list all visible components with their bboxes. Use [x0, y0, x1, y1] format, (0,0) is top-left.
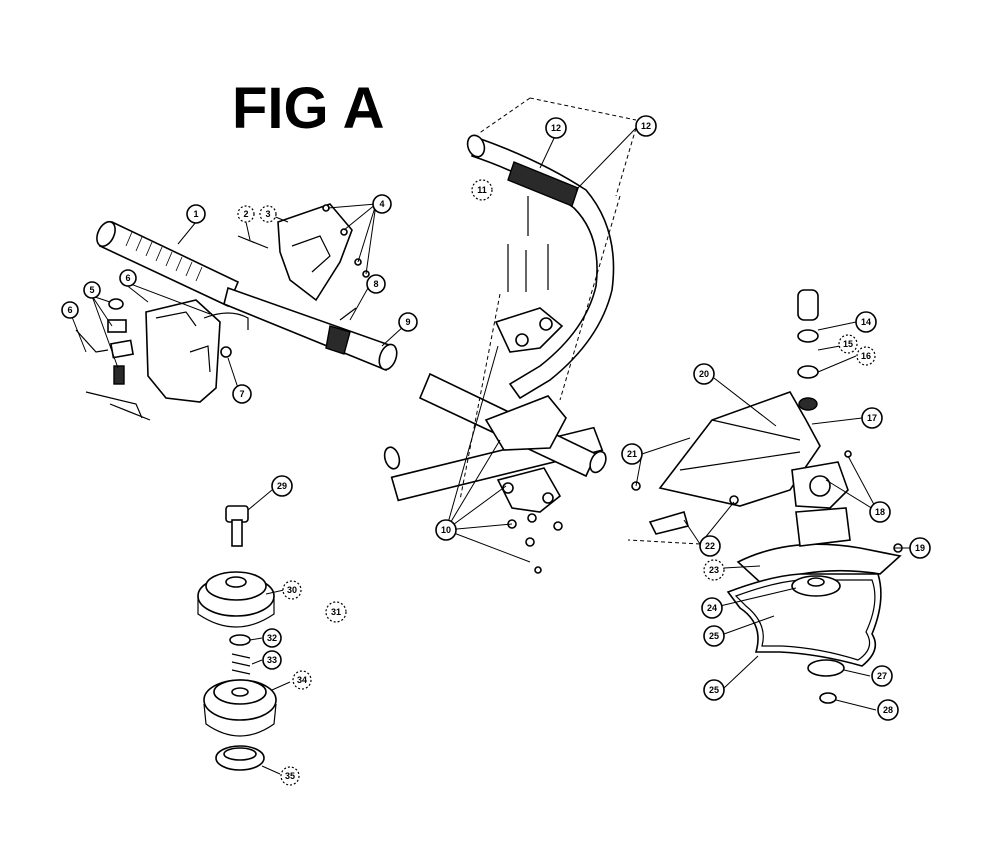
- callout-9: 9: [398, 312, 418, 332]
- callout-10: 10: [435, 519, 457, 541]
- callout-label-17: 17: [867, 413, 877, 423]
- callout-label-22: 22: [705, 541, 715, 551]
- callout-label-1: 1: [193, 209, 198, 219]
- callout-34: 34: [292, 670, 312, 690]
- callout-label-5: 5: [89, 285, 94, 295]
- callout-30: 30: [282, 580, 302, 600]
- callout-11: 11: [471, 179, 493, 201]
- callout-19: 19: [909, 537, 931, 559]
- callout-1: 1: [186, 204, 206, 224]
- callout-label-12a: 12: [551, 123, 561, 133]
- callout-8: 8: [366, 274, 386, 294]
- callout-label-3: 3: [265, 209, 270, 219]
- blade-head-assembly: [631, 289, 903, 704]
- callout-label-19: 19: [915, 543, 925, 553]
- callout-label-34: 34: [297, 675, 307, 685]
- callout-17: 17: [861, 407, 883, 429]
- trimmer-head-assembly: [197, 505, 277, 771]
- callout-6a: 6: [61, 301, 79, 319]
- callout-label-35: 35: [285, 771, 295, 781]
- callout-label-25b: 25: [709, 685, 719, 695]
- callout-label-6a: 6: [67, 305, 72, 315]
- callout-label-10: 10: [441, 525, 451, 535]
- callout-3: 3: [259, 205, 277, 223]
- handle-bar-assembly: [383, 134, 615, 574]
- callout-label-12b: 12: [641, 121, 651, 131]
- callout-label-6b: 6: [125, 273, 130, 283]
- callout-label-11: 11: [477, 185, 487, 195]
- callout-12b: 12: [635, 115, 657, 137]
- callout-15: 15: [838, 334, 858, 354]
- callout-18: 18: [869, 501, 891, 523]
- callout-14: 14: [855, 311, 877, 333]
- callout-23: 23: [703, 559, 725, 581]
- callout-25b: 25: [703, 679, 725, 701]
- callout-label-4: 4: [379, 199, 384, 209]
- callout-label-23: 23: [709, 565, 719, 575]
- callout-label-32: 32: [267, 633, 277, 643]
- callout-25a: 25: [703, 625, 725, 647]
- callout-7: 7: [232, 384, 252, 404]
- callout-21: 21: [621, 443, 643, 465]
- callout-35: 35: [280, 766, 300, 786]
- callout-5: 5: [83, 281, 101, 299]
- callout-label-9: 9: [405, 317, 410, 327]
- callout-label-2: 2: [243, 209, 248, 219]
- upper-shaft-assembly: [96, 203, 398, 372]
- callout-label-28: 28: [883, 705, 893, 715]
- callout-31: 31: [325, 601, 347, 623]
- engine-mount-assembly: [75, 298, 249, 421]
- callout-label-7: 7: [239, 389, 244, 399]
- callout-27: 27: [871, 665, 893, 687]
- callout-group: 1 2 3 4 5 6 6 7 8 9 10 11 12 12 14 15 16…: [61, 115, 931, 786]
- callout-label-14: 14: [861, 317, 871, 327]
- callout-20: 20: [693, 363, 715, 385]
- callout-label-30: 30: [287, 585, 297, 595]
- callout-label-18: 18: [875, 507, 885, 517]
- callout-2: 2: [237, 205, 255, 223]
- callout-label-33: 33: [267, 655, 277, 665]
- callout-12a: 12: [545, 117, 567, 139]
- callout-label-16: 16: [861, 351, 871, 361]
- callout-16: 16: [856, 346, 876, 366]
- callout-label-31: 31: [331, 607, 341, 617]
- callout-label-8: 8: [373, 279, 378, 289]
- callout-label-21: 21: [627, 449, 637, 459]
- callout-label-27: 27: [877, 671, 887, 681]
- callout-label-15: 15: [843, 339, 853, 349]
- callout-33: 33: [262, 650, 282, 670]
- callout-4: 4: [372, 194, 392, 214]
- figure-title: FIG A: [232, 76, 385, 141]
- callout-label-24: 24: [707, 603, 717, 613]
- callout-label-25a: 25: [709, 631, 719, 641]
- callout-22: 22: [699, 535, 721, 557]
- callout-label-20: 20: [699, 369, 709, 379]
- callout-label-29: 29: [277, 481, 287, 491]
- callout-29: 29: [271, 475, 293, 497]
- callout-6b: 6: [119, 269, 137, 287]
- callout-28: 28: [877, 699, 899, 721]
- callout-24: 24: [701, 597, 723, 619]
- callout-32: 32: [262, 628, 282, 648]
